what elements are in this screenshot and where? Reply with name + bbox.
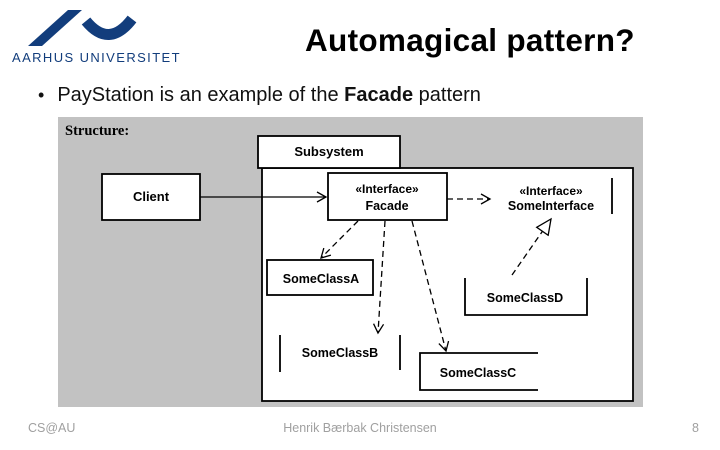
edge-facade-someclassa: [320, 220, 359, 259]
facade-node: [327, 172, 448, 221]
au-logo-wordmark: AARHUS UNIVERSITET: [12, 50, 181, 65]
bullet-text-post: pattern: [413, 84, 481, 106]
client-label: Client: [133, 189, 170, 204]
bullet-text: PayStation is an example of the Facade p…: [57, 83, 481, 107]
slide-title: Automagical pattern?: [305, 22, 635, 58]
edge-someclassd-someinterface: [511, 219, 551, 276]
someinterface-stereotype: «Interface»: [519, 184, 583, 198]
facade-label: Facade: [365, 199, 408, 213]
someclassd-label: SomeClassD: [487, 291, 563, 305]
someclassc-node: [419, 352, 538, 391]
subsystem-label: Subsystem: [294, 144, 363, 159]
bullet-text-pre: PayStation is an example of the: [57, 84, 345, 106]
someclassc-label: SomeClassC: [440, 366, 516, 380]
someclassa-label: SomeClassA: [283, 272, 359, 286]
bullet-item: • PayStation is an example of the Facade…: [38, 83, 481, 107]
someclassa-node: [266, 259, 374, 296]
edge-facade-someclassb: [372, 220, 386, 335]
facade-structure-diagram: Structure: Subsystem Client «Interface» …: [58, 117, 643, 407]
someclassd-node: [464, 278, 588, 316]
edge-facade-someclassc: [411, 220, 450, 353]
bullet-marker: •: [38, 85, 45, 105]
footer-course: CS@AU: [28, 421, 76, 435]
au-logo-icon: [28, 10, 137, 46]
someinterface-label: SomeInterface: [508, 199, 594, 213]
structure-label: Structure:: [65, 123, 129, 139]
subsystem-tab: [257, 135, 401, 169]
bullet-text-bold: Facade: [344, 84, 414, 106]
client-node: [101, 173, 201, 221]
facade-stereotype: «Interface»: [355, 182, 419, 196]
footer-author: Henrik Bærbak Christensen: [283, 421, 437, 435]
footer-page-number: 8: [692, 421, 699, 435]
someclassb-label: SomeClassB: [302, 346, 378, 360]
